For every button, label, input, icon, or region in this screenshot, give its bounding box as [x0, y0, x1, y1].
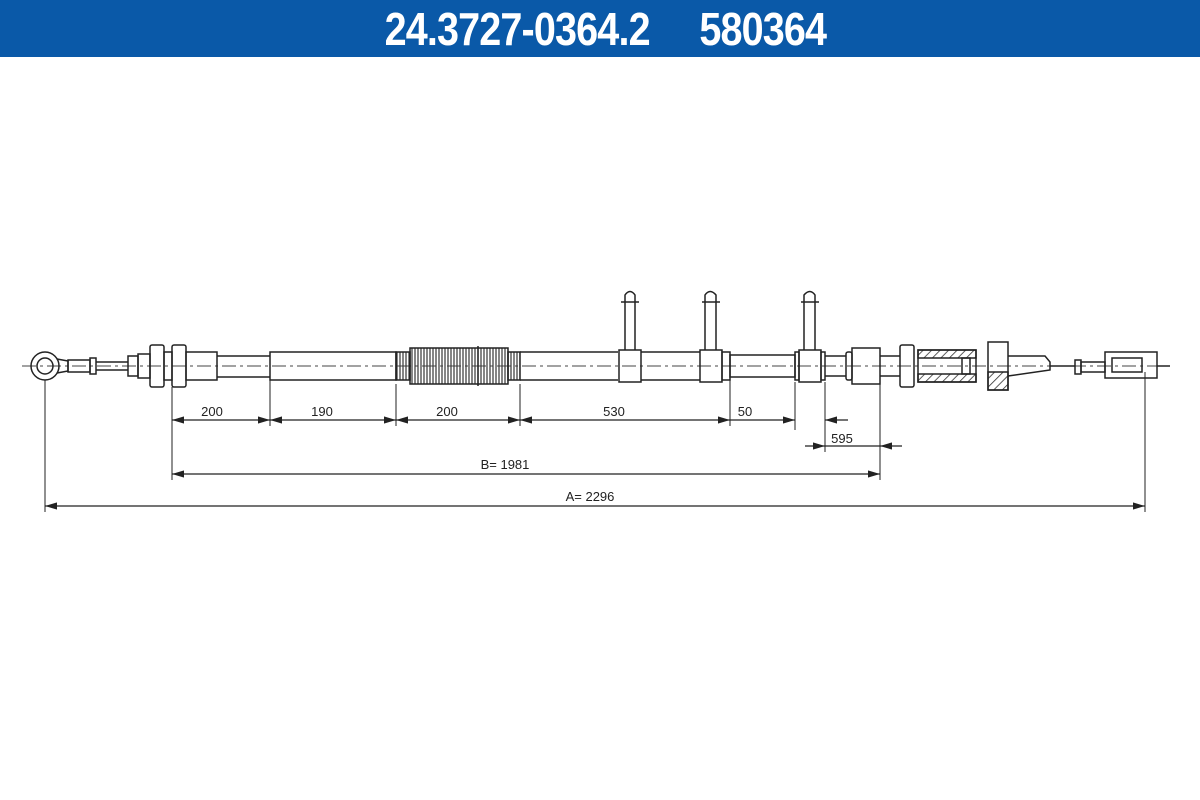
mounting-brackets: [618, 290, 846, 383]
dim-label-a: A= 2296: [566, 489, 615, 504]
dim-label-530: 530: [603, 404, 625, 419]
dim-label-190: 190: [311, 404, 333, 419]
ref-number: 580364: [699, 2, 828, 55]
dim-label-200b: 200: [436, 404, 458, 419]
dimension-lines: [45, 416, 1145, 510]
dim-label-b: B= 1981: [481, 457, 530, 472]
dim-label-595: 595: [831, 431, 853, 446]
dim-label-50: 50: [738, 404, 752, 419]
header-bar: 24.3727-0364.2 580364: [0, 0, 1200, 57]
part-number: 24.3727-0364.2: [384, 2, 651, 55]
left-eyelet: [30, 344, 270, 388]
right-fittings: [845, 341, 1170, 391]
sheath: [269, 346, 618, 386]
dim-label-200a: 200: [201, 404, 223, 419]
